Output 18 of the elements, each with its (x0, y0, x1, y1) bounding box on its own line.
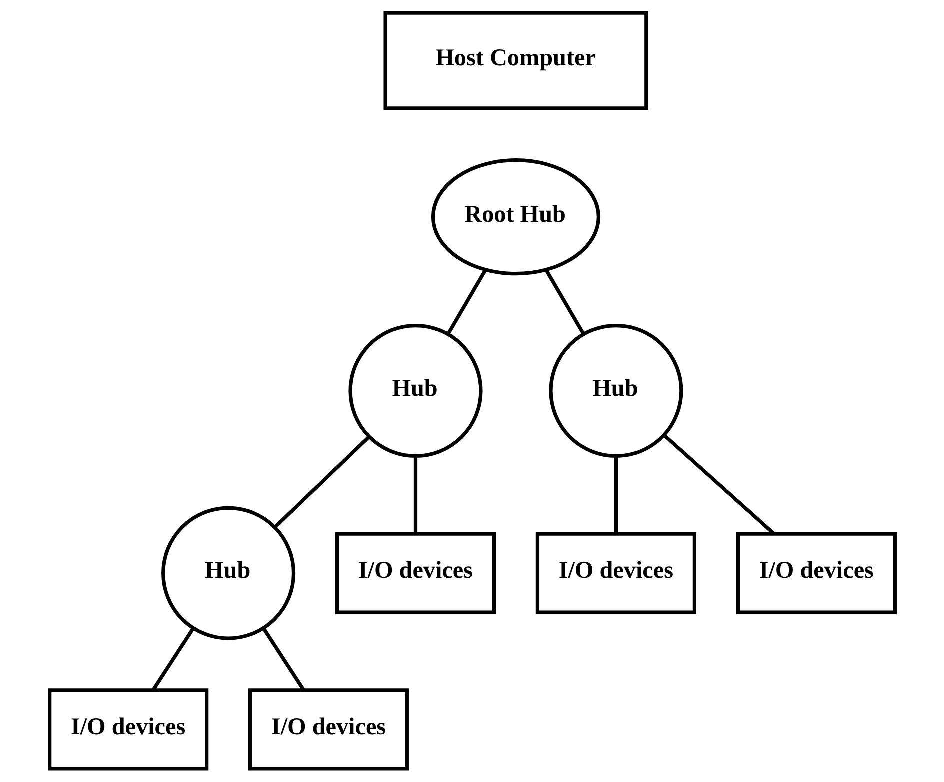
node-box: I/O devices (248, 688, 409, 771)
connector (413, 456, 418, 534)
node-circle: Hub (348, 324, 482, 458)
connector (262, 627, 306, 692)
connector (446, 269, 487, 335)
node-ellipse: Root Hub (430, 158, 600, 276)
node-box: Host Computer (383, 11, 648, 110)
connector (273, 436, 370, 529)
connector (544, 269, 585, 335)
connector (662, 434, 775, 536)
node-box: I/O devices (334, 532, 496, 614)
connector (614, 456, 618, 534)
node-circle: Hub (548, 324, 683, 458)
node-circle: Hub (161, 506, 296, 640)
node-box: I/O devices (736, 532, 896, 614)
connector (151, 627, 195, 692)
node-box: I/O devices (48, 688, 208, 771)
node-box: I/O devices (535, 532, 696, 614)
